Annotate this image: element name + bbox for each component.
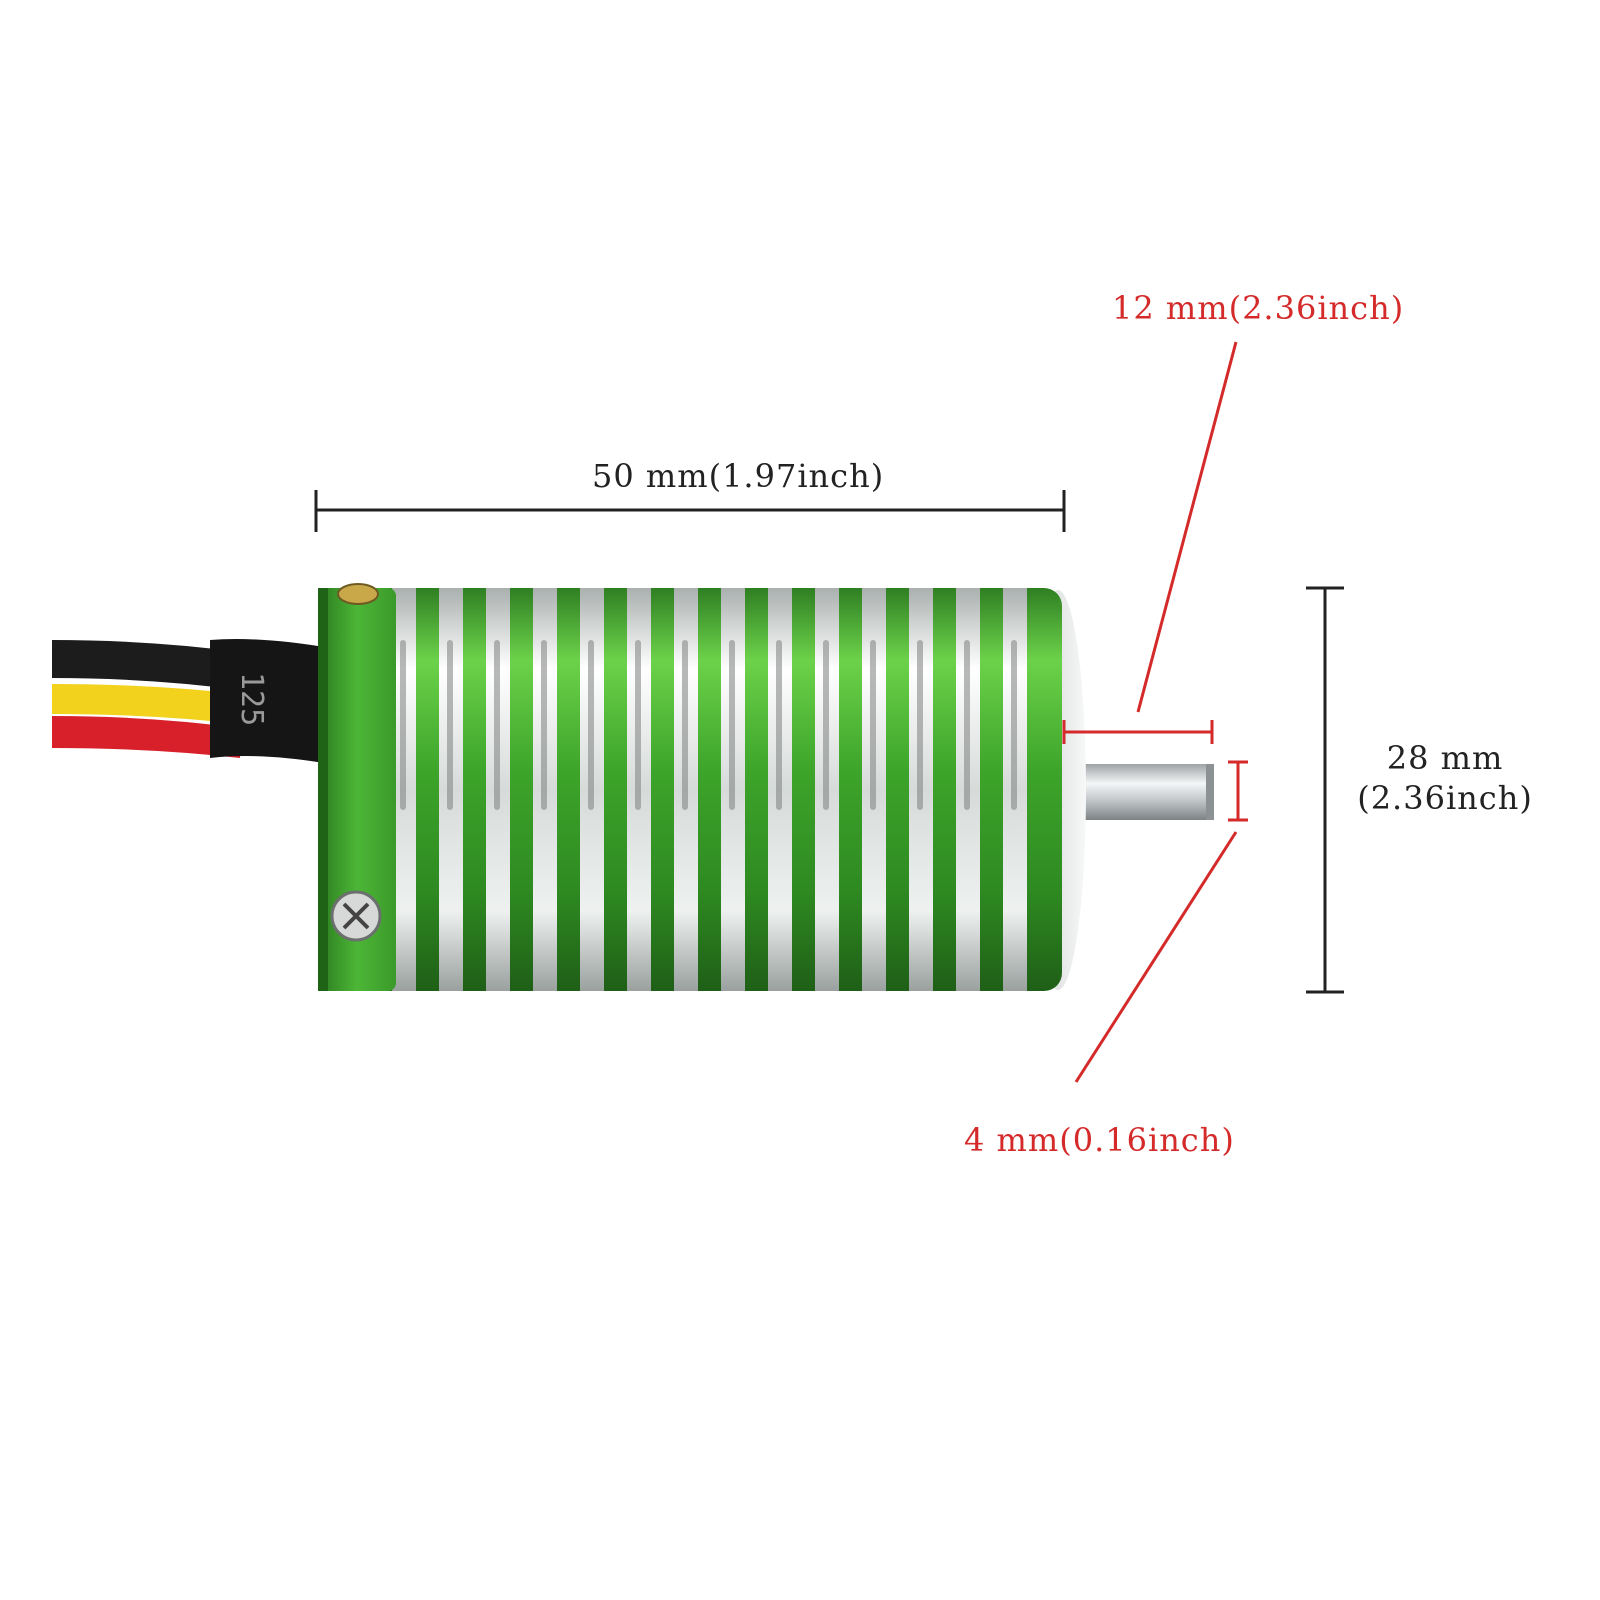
fin-groove-shadow [447, 640, 453, 810]
fin-groove-shadow [776, 640, 782, 810]
bottom-screw [330, 890, 382, 942]
fin-groove-shadow [588, 640, 594, 810]
cable-print: 125 [234, 672, 269, 726]
black-wire [52, 640, 240, 690]
body-length-label: 50 mm(1.97inch) [592, 457, 885, 495]
length-dimension-line [314, 490, 1066, 532]
shaft-diameter-dimension-line [1074, 760, 1248, 1083]
fin-groove-shadow [870, 640, 876, 810]
diameter-mm-label: 28 mm [1386, 739, 1504, 777]
fin-groove-shadow [400, 640, 406, 810]
fin-groove-shadow [541, 640, 547, 810]
fin-groove-shadow [823, 640, 829, 810]
cooling-fins [392, 588, 1027, 991]
heat-shrink-sleeve [210, 639, 330, 764]
fin-groove-shadow [635, 640, 641, 810]
fin-groove-shadow [682, 640, 688, 810]
shaft-diameter-label: 4 mm(0.16inch) [964, 1121, 1235, 1159]
top-screw [337, 583, 379, 605]
red-wire [52, 716, 240, 758]
fin-groove-shadow [917, 640, 923, 810]
fin-groove-shadow [1011, 640, 1017, 810]
yellow-wire [52, 684, 240, 724]
diameter-label: 28 mm (2.36inch) [1340, 742, 1550, 822]
motor-shaft [1065, 764, 1214, 820]
diameter-inch-label: (2.36inch) [1357, 779, 1533, 817]
front-end-cap [318, 588, 396, 991]
diameter-dimension-line [1306, 586, 1344, 994]
fin-groove-shadow [494, 640, 500, 810]
shaft-length-label: 12 mm(2.36inch) [1112, 289, 1405, 327]
motor-body [334, 588, 1062, 991]
fin-groove-shadow [729, 640, 735, 810]
motor-wires: 125 [52, 639, 330, 764]
shaft-length-dimension-line [1062, 341, 1238, 744]
fin-groove-shadow [964, 640, 970, 810]
